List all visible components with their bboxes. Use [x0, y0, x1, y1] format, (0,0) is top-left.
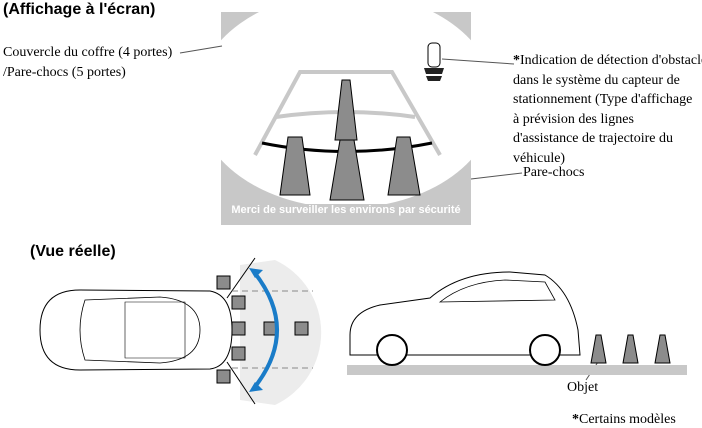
indicator-line: d'assistance de trajectoire du	[513, 131, 673, 146]
asterisk: *	[513, 53, 520, 68]
obstacle-indicator-icon	[424, 42, 444, 81]
side-view-car	[347, 271, 687, 375]
object-label: Objet	[567, 380, 599, 395]
sweep-arrow-icon	[252, 270, 279, 390]
object-cone-icon	[590, 334, 671, 364]
safety-banner: Merci de surveiller les environs par séc…	[231, 204, 461, 216]
screen-view-title: (Affichage à l'écran)	[3, 1, 156, 18]
indicator-line: véhicule)	[513, 150, 566, 166]
footnote-text: Certains modèles	[579, 412, 676, 427]
sensor-icon	[216, 275, 309, 384]
camera-screen	[221, 12, 471, 225]
trunk-label: Couvercle du coffre (4 portes) /Pare-cho…	[3, 43, 172, 82]
trunk-label-line: Couvercle du coffre (4 portes)	[3, 45, 173, 60]
indicator-line: Indication de détection d'obstacle	[520, 53, 702, 68]
indicator-line: à prévision des lignes	[513, 111, 634, 127]
indicator-line: stationnement (Type d'affichage	[513, 92, 693, 107]
bumper-label: Pare-chocs	[523, 165, 585, 180]
asterisk: *	[572, 412, 579, 427]
real-view-title: (Vue réelle)	[30, 243, 116, 260]
indicator-label: *Indication de détection d'obstacle dans…	[513, 51, 702, 168]
footnote: *Certains modèles	[572, 410, 676, 428]
top-view-car	[39, 257, 322, 405]
indicator-line: dans le système du capteur de	[513, 72, 680, 88]
trunk-label-line: /Pare-chocs (5 portes)	[3, 64, 126, 80]
cone-icon	[279, 79, 421, 201]
